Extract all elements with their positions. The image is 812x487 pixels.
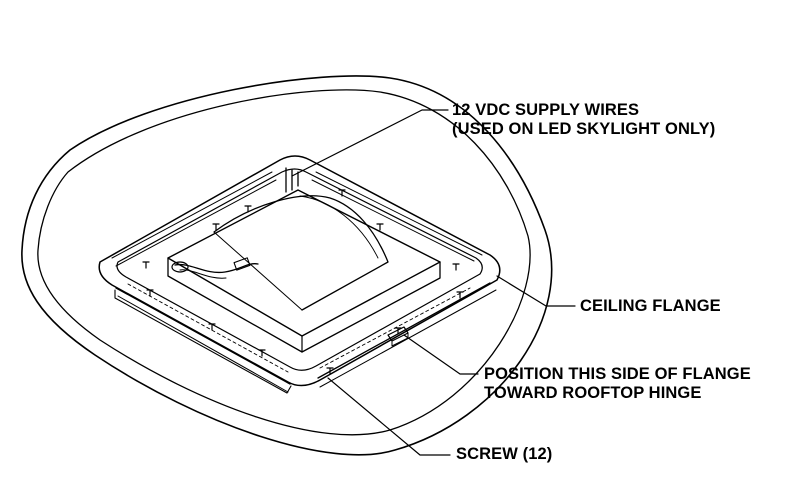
ceiling-outline	[21, 75, 553, 456]
flange-inner	[116, 168, 483, 371]
front-flange-lip	[114, 289, 292, 394]
skylight-dome	[213, 195, 389, 311]
label-position-side: POSITION THIS SIDE OF FLANGE TOWARD ROOF…	[484, 365, 751, 403]
label-supply-wires: 12 VDC SUPPLY WIRES (USED ON LED SKYLIGH…	[452, 101, 715, 139]
label-ceiling-flange-line1: CEILING FLANGE	[580, 297, 721, 315]
screw-set	[142, 189, 464, 375]
label-position-side-line2: TOWARD ROOFTOP HINGE	[484, 384, 702, 402]
label-supply-wires-line2: (USED ON LED SKYLIGHT ONLY)	[452, 120, 716, 138]
leader-screw	[327, 377, 451, 456]
label-ceiling-flange: CEILING FLANGE	[580, 297, 721, 316]
leader-supply-wires	[291, 109, 449, 177]
label-screw: SCREW (12)	[456, 445, 552, 464]
ceiling-outline-inner	[37, 89, 531, 436]
supply-wires	[285, 167, 299, 193]
leader-ceiling-flange	[496, 275, 576, 307]
flange-outer	[98, 155, 501, 387]
label-screw-line1: SCREW (12)	[456, 445, 553, 463]
label-supply-wires-line1: 12 VDC SUPPLY WIRES	[452, 101, 640, 119]
leader-position-side	[403, 334, 479, 375]
label-position-side-line1: POSITION THIS SIDE OF FLANGE	[484, 365, 751, 383]
